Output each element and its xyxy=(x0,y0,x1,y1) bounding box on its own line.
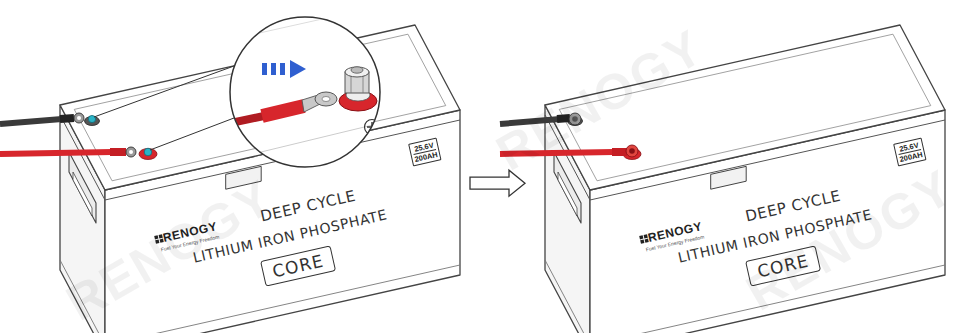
handle-recess xyxy=(226,166,262,189)
base-seam xyxy=(545,260,590,333)
end-handle-grip xyxy=(73,172,92,216)
logo-square xyxy=(155,240,159,244)
process-arrow xyxy=(470,170,525,196)
base-seam xyxy=(60,260,105,333)
battery-outline xyxy=(40,0,470,333)
surface-edge xyxy=(228,5,385,40)
battery-body: RENOGYFuel Your Energy FreedomDEEP CYCLE… xyxy=(525,0,955,333)
lid-recess xyxy=(74,34,446,181)
end-handle xyxy=(554,152,581,223)
end-handle xyxy=(69,152,96,223)
negative-cable xyxy=(0,119,62,124)
battery-body: RENOGYFuel Your Energy FreedomDEEP CYCLE… xyxy=(40,0,470,333)
lid-seam xyxy=(105,120,460,200)
logo-square xyxy=(154,235,158,239)
handle-recess xyxy=(711,166,747,189)
lid-recess xyxy=(559,34,931,181)
battery-outline xyxy=(525,0,955,333)
logo-square xyxy=(640,240,644,244)
end-handle-grip xyxy=(558,172,577,216)
logo-square xyxy=(639,235,643,239)
lid-seam xyxy=(590,120,945,200)
